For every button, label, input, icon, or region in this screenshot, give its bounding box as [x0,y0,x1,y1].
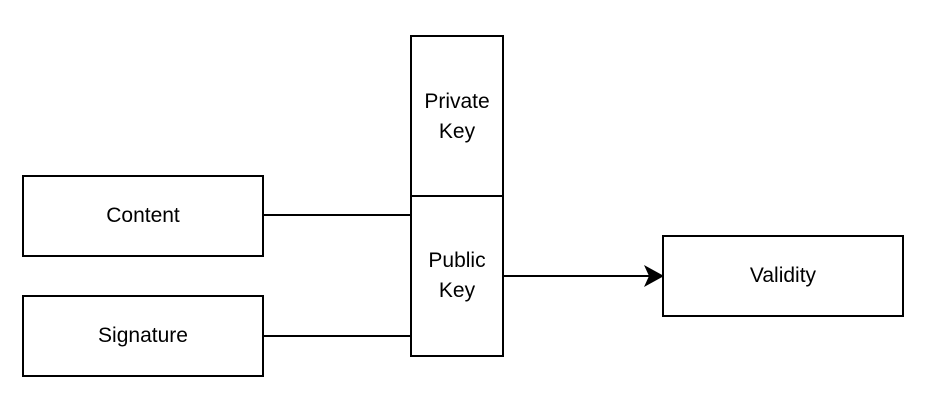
validity-label: Validity [749,264,817,287]
content-label: Content [106,204,180,227]
signature-label: Signature [98,324,188,347]
private-key-label: Private Key [424,89,490,143]
arrowhead-icon [644,265,664,287]
signature-node: Signature [22,295,264,377]
validity-node: Validity [662,235,904,317]
private-key-node: Private Key [410,35,504,198]
public-key-node: Public Key [410,195,504,357]
public-key-label: Public Key [428,249,486,302]
content-node: Content [22,175,264,257]
